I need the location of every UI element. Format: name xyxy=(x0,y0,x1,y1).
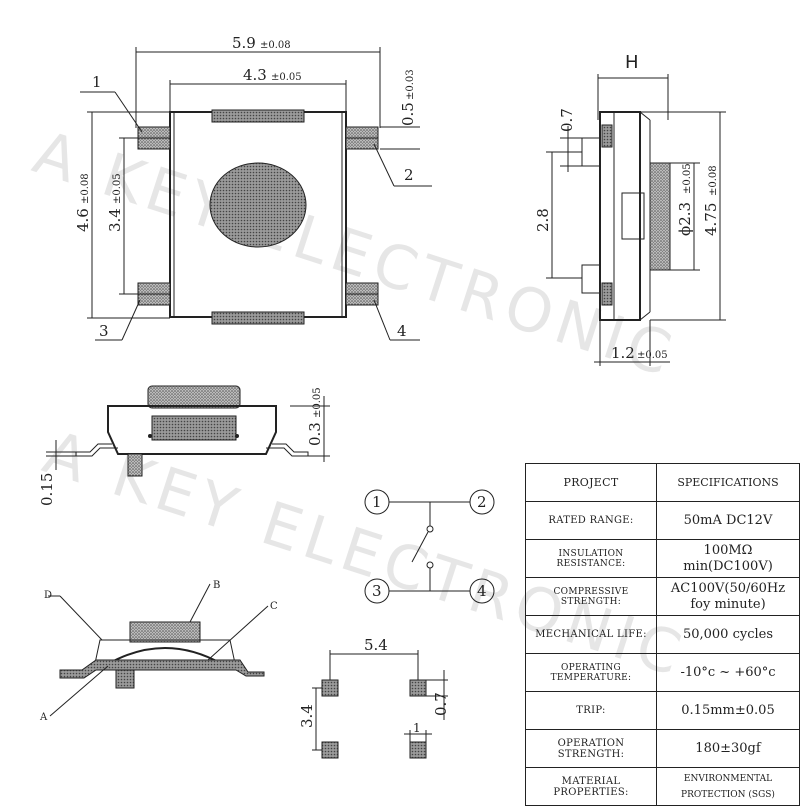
pad-1 xyxy=(321,679,339,697)
svg-text:±0.05: ±0.05 xyxy=(637,350,668,361)
spec-value: AC100V(50/60Hz foy minute) xyxy=(656,577,800,616)
button-top xyxy=(209,162,307,248)
pad-4 xyxy=(409,741,427,759)
spec-key: COMPRESSIVE STRENGTH: xyxy=(525,577,657,616)
specification-table: PROJECT SPECIFICATIONS RATED RANGE: 50mA… xyxy=(525,463,800,806)
pin-label-3: 3 xyxy=(99,322,109,340)
spec-value: 100MΩ min(DC100V) xyxy=(656,539,800,578)
pin-label-1: 1 xyxy=(92,73,102,91)
spec-row: OPERATION STRENGTH: 180±30gf xyxy=(525,729,800,768)
spec-key: TRIP: xyxy=(525,691,657,730)
dim-height: 4.75 xyxy=(702,203,720,236)
svg-text:±0.08: ±0.08 xyxy=(80,173,91,204)
svg-text:1: 1 xyxy=(372,493,382,511)
spec-key: OPERATION STRENGTH: xyxy=(525,729,657,768)
pin-label-4: 4 xyxy=(397,322,407,340)
spec-row: INSULATION RESISTANCE: 100MΩ min(DC100V) xyxy=(525,539,800,578)
top-view: 5.9 ±0.08 4.3 ±0.05 0.5 ±0.03 4.6 ±0.08 … xyxy=(74,34,432,341)
spec-row: COMPRESSIVE STRENGTH: AC100V(50/60Hz foy… xyxy=(525,577,800,616)
spec-value: 50mA DC12V xyxy=(656,501,800,540)
front-body xyxy=(107,405,277,455)
spec-key: MECHANICAL LIFE: xyxy=(525,615,657,654)
svg-text:±0.03: ±0.03 xyxy=(405,69,416,100)
svg-text:4: 4 xyxy=(477,582,487,600)
dim-pad-height: 0.7 xyxy=(432,692,450,716)
section-actuator xyxy=(129,621,201,643)
spec-value: 180±30gf xyxy=(656,729,800,768)
svg-text:±0.05: ±0.05 xyxy=(271,72,302,83)
section-label-c: C xyxy=(270,601,278,612)
dim-width-body: 4.3 xyxy=(243,66,267,84)
svg-text:3: 3 xyxy=(372,582,382,600)
switch-schematic: 1 2 3 4 xyxy=(364,489,495,604)
svg-text:±0.05: ±0.05 xyxy=(682,163,693,194)
dim-height-overall: 4.6 xyxy=(74,208,92,232)
section-label-a: A xyxy=(39,712,48,723)
section-label-d: D xyxy=(44,590,52,601)
dim-footprint-pitch-y: 3.4 xyxy=(298,704,316,728)
svg-text:±0.05: ±0.05 xyxy=(112,173,123,204)
section-view: D B C A xyxy=(39,580,278,723)
dim-height-inner: 3.4 xyxy=(106,208,124,232)
spec-row: OPERATING TEMPERATURE: -10°c ~ +60°c xyxy=(525,653,800,692)
front-button xyxy=(147,385,241,409)
dim-button-diameter: ϕ2.3 xyxy=(676,202,694,236)
pad-2 xyxy=(409,679,427,697)
spec-value: 0.15mm±0.05 xyxy=(656,691,800,730)
side-view: H 0.7 2.8 ϕ2.3 ±0.05 4.75 xyxy=(534,52,726,366)
dim-base: 1.2 xyxy=(611,344,635,362)
dim-standoff: 0.3 xyxy=(306,422,324,446)
dim-pad-width: 1 xyxy=(413,721,421,735)
dim-footprint-pitch-x: 5.4 xyxy=(364,636,388,654)
side-button xyxy=(649,162,671,271)
pin-label-2: 2 xyxy=(404,166,414,184)
top-contact-bar xyxy=(211,109,305,123)
svg-text:±0.05: ±0.05 xyxy=(312,387,323,418)
dim-pitch: 2.8 xyxy=(534,208,552,232)
bottom-contact-bar xyxy=(211,311,305,325)
dim-pin-width: 0.5 xyxy=(399,102,417,126)
h-label: H xyxy=(625,52,639,73)
spec-row: MECHANICAL LIFE: 50,000 cycles xyxy=(525,615,800,654)
dim-lead-thickness: 0.15 xyxy=(38,473,56,506)
spec-header-value: SPECIFICATIONS xyxy=(656,463,800,502)
front-view: 0.15 0.3 ±0.05 xyxy=(38,385,330,506)
spec-row: TRIP: 0.15mm±0.05 xyxy=(525,691,800,730)
svg-text:2: 2 xyxy=(477,493,487,511)
pad-3 xyxy=(321,741,339,759)
spec-header-row: PROJECT SPECIFICATIONS xyxy=(525,463,800,502)
pcb-footprint: 5.4 3.4 0.7 1 xyxy=(298,636,450,759)
section-dome xyxy=(107,647,223,665)
spec-key: RATED RANGE: xyxy=(525,501,657,540)
spec-key: INSULATION RESISTANCE: xyxy=(525,539,657,578)
spec-value: 50,000 cycles xyxy=(656,615,800,654)
dim-pin-gap: 0.7 xyxy=(558,108,576,132)
svg-text:±0.08: ±0.08 xyxy=(260,40,291,51)
spec-value: -10°c ~ +60°c xyxy=(656,653,800,692)
svg-text:±0.08: ±0.08 xyxy=(708,165,719,196)
spec-key: OPERATING TEMPERATURE: xyxy=(525,653,657,692)
spec-row: RATED RANGE: 50mA DC12V xyxy=(525,501,800,540)
spec-header-key: PROJECT xyxy=(525,463,657,502)
section-label-b: B xyxy=(213,580,220,591)
dim-width-overall: 5.9 xyxy=(232,34,256,52)
